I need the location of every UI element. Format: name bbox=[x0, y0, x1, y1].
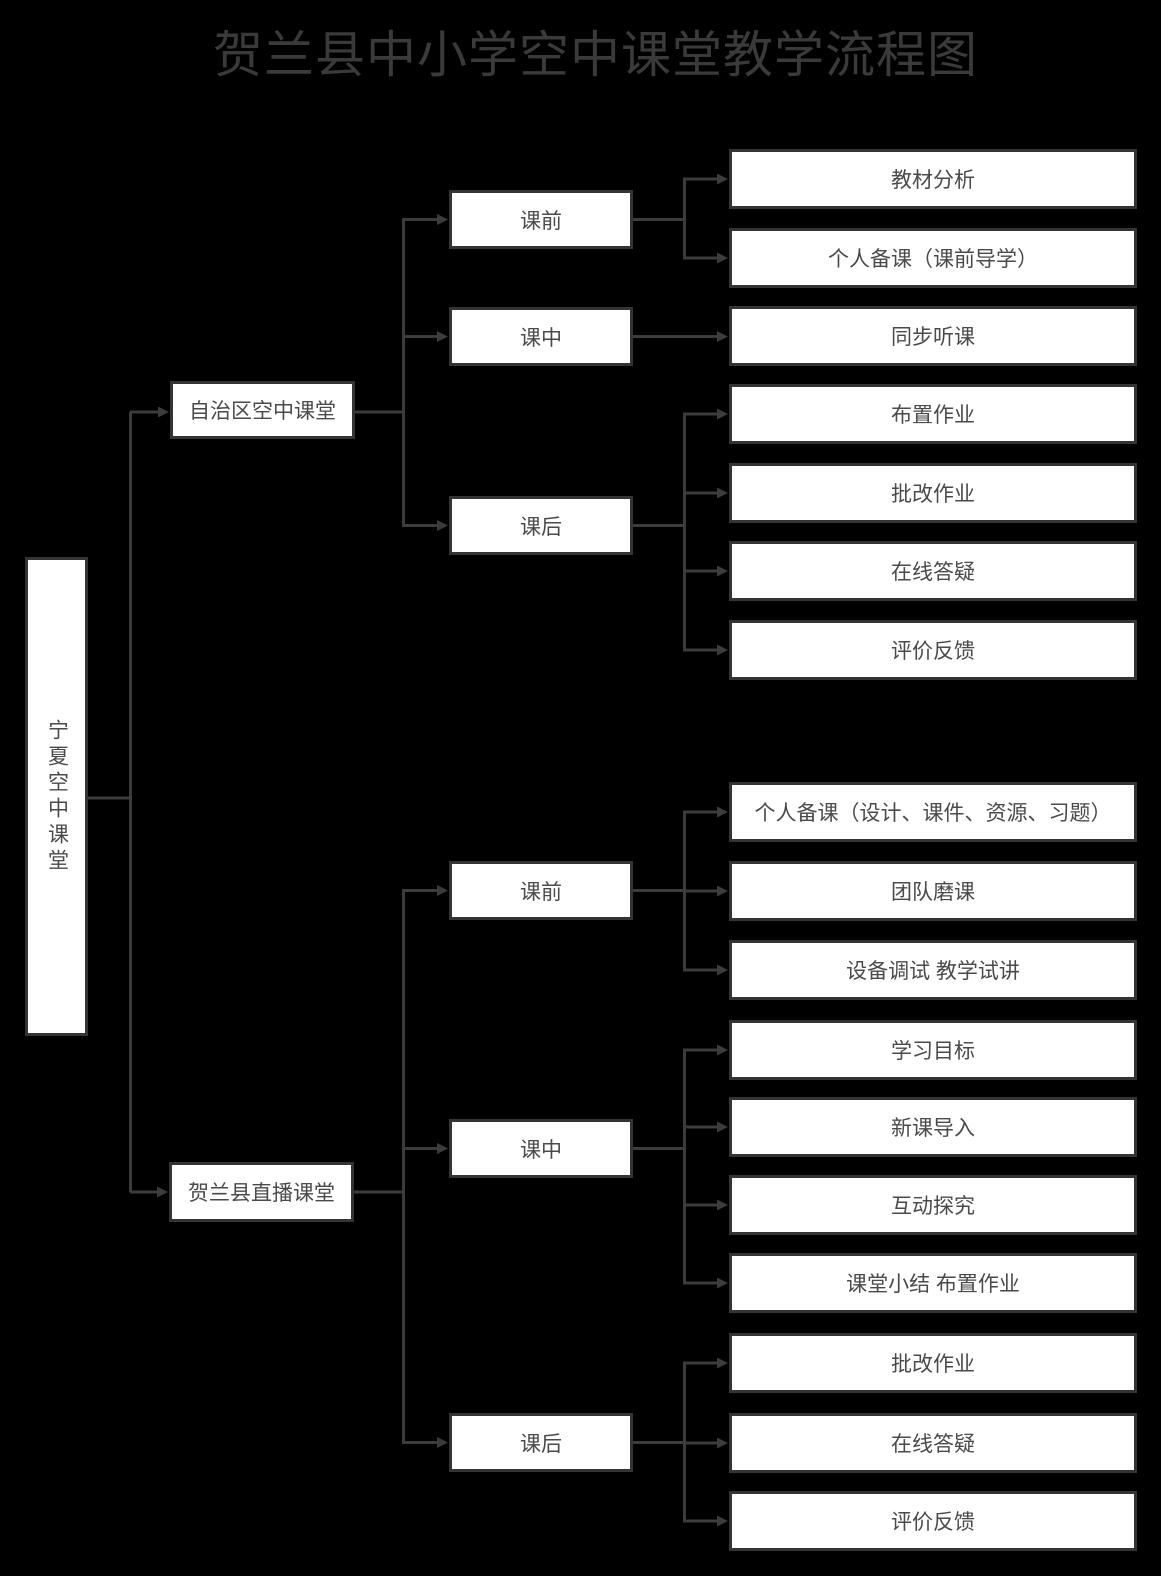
branch-node-county-live-classroom: 贺兰县直播课堂 bbox=[169, 1162, 354, 1222]
leaf-node: 个人备课（课前导学） bbox=[729, 228, 1137, 288]
stage-node-after-class: 课后 bbox=[449, 496, 633, 555]
page-title: 贺兰县中小学空中课堂教学流程图 bbox=[213, 27, 978, 83]
connector-group bbox=[88, 173, 728, 1527]
stage-node-during-class: 课中 bbox=[449, 1119, 633, 1178]
stage-node-before-class: 课前 bbox=[449, 190, 633, 249]
leaf-node: 课堂小结 布置作业 bbox=[729, 1253, 1137, 1313]
branch-node-region-classroom: 自治区空中课堂 bbox=[170, 381, 355, 439]
leaf-node: 个人备课（设计、课件、资源、习题） bbox=[729, 782, 1137, 842]
leaf-node: 新课导入 bbox=[729, 1097, 1137, 1157]
leaf-node: 在线答疑 bbox=[729, 541, 1137, 601]
leaf-node: 同步听课 bbox=[729, 306, 1137, 366]
leaf-node: 批改作业 bbox=[729, 1333, 1137, 1393]
leaf-node: 教材分析 bbox=[729, 149, 1137, 209]
leaf-node: 布置作业 bbox=[729, 384, 1137, 444]
leaf-node: 在线答疑 bbox=[729, 1413, 1137, 1473]
root-node: 宁夏空中课堂 bbox=[25, 557, 88, 1036]
leaf-node: 设备调试 教学试讲 bbox=[729, 940, 1137, 1000]
leaf-node: 团队磨课 bbox=[729, 861, 1137, 921]
leaf-node: 学习目标 bbox=[729, 1020, 1137, 1080]
leaf-node: 评价反馈 bbox=[729, 620, 1137, 680]
stage-node-during-class: 课中 bbox=[449, 307, 633, 366]
stage-node-after-class: 课后 bbox=[449, 1413, 633, 1472]
leaf-node: 评价反馈 bbox=[729, 1491, 1137, 1551]
leaf-node: 互动探究 bbox=[729, 1175, 1137, 1235]
stage-node-before-class: 课前 bbox=[449, 861, 633, 920]
leaf-node: 批改作业 bbox=[729, 463, 1137, 523]
